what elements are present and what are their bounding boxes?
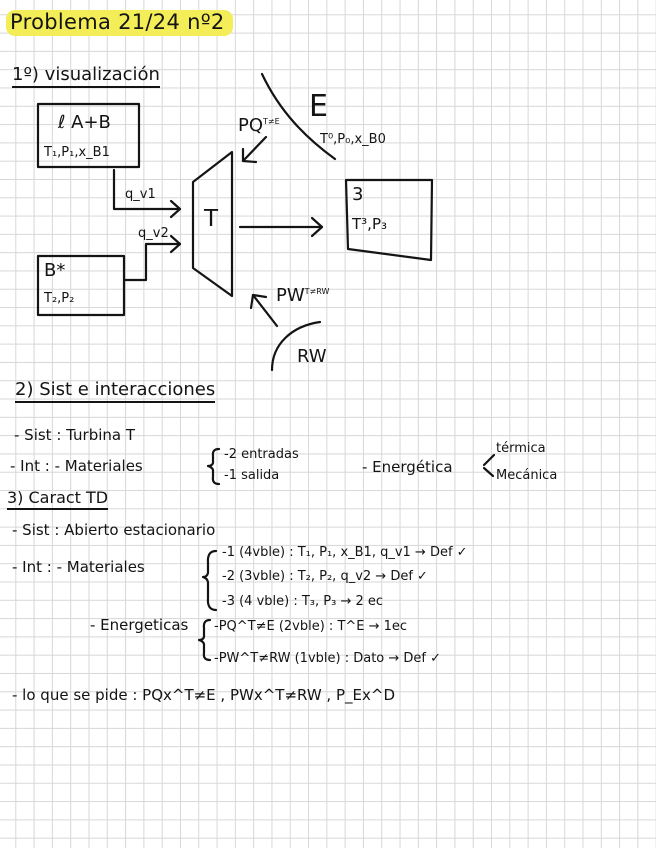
section-2-energetica-label: - Energética <box>362 458 453 476</box>
section-3-asked: - lo que se pide : PQx^T≠E , PWx^T≠RW , … <box>12 686 395 704</box>
work-arrow-line <box>251 293 279 328</box>
flow-2-label: q_v2 <box>138 226 169 241</box>
work-label-sup: T≠RW <box>304 287 330 296</box>
section-3-heading: 3) Caract TD <box>7 490 109 510</box>
section-3-energetic-label: - Energeticas <box>90 616 189 634</box>
flow-2-arrowhead <box>169 234 182 254</box>
section-2-system: - Sist : Turbina T <box>14 426 136 444</box>
section-3-material-2: -2 (3vble) : T₂, P₂, q_v2 → Def ✓ <box>222 569 428 584</box>
energetica-tick-lower <box>482 466 495 478</box>
turbine-shape <box>191 150 234 298</box>
section-2-material-1: -2 entradas <box>224 447 299 462</box>
section-2-energetica-mechanical: Mecánica <box>496 468 558 483</box>
environment-curve <box>260 72 337 161</box>
work-label: PWT≠RW <box>276 287 329 305</box>
flow-1-arrowhead <box>169 199 182 219</box>
heat-label: PQT≠E <box>238 117 280 135</box>
section-2-int-label: - Int : - Materiales <box>10 457 143 475</box>
heat-arrowhead <box>241 147 258 164</box>
section-2-material-2: -1 salida <box>224 468 280 483</box>
box-b-star-name: B* <box>44 260 66 281</box>
flow-1-label: q_v1 <box>125 187 156 202</box>
reservoir-label: RW <box>297 346 327 367</box>
section-3-int-label: - Int : - Materiales <box>12 558 145 576</box>
bracket-s3-energetic <box>197 618 212 662</box>
work-arrowhead <box>249 293 268 310</box>
bracket-s3-materials <box>201 549 218 612</box>
box-a-b-props: T₁,P₁,x_B1 <box>44 145 110 160</box>
environment-label: E <box>309 89 328 124</box>
section-3-material-1: -1 (4vble) : T₁, P₁, x_B1, q_v1 → Def ✓ <box>222 545 468 560</box>
work-label-main: PW <box>276 285 305 306</box>
energetica-tick-upper <box>482 453 496 467</box>
outlet-arrowhead <box>310 216 324 238</box>
box-b-star <box>36 254 126 317</box>
bracket-s2 <box>206 447 221 486</box>
section-3-system: - Sist : Abierto estacionario <box>12 521 216 539</box>
section-1-heading: 1º) visualización <box>12 66 160 88</box>
heat-arrow-line <box>241 135 268 163</box>
section-3-material-3: -3 (4 vble) : T₃, P₃ → 2 ec <box>222 594 384 609</box>
heat-label-sup: T≠E <box>263 117 280 126</box>
box-3-props: T³,P₃ <box>352 215 388 233</box>
box-a-b-name: ℓ A+B <box>58 112 111 133</box>
flow-2-line <box>123 242 182 282</box>
page-title: Problema 21/24 nº2 <box>6 10 233 36</box>
section-3-energetic-1: -PQ^T≠E (2vble) : T^E → 1ec <box>214 619 408 634</box>
environment-props: T⁰,P₀,x_B0 <box>320 132 386 147</box>
reservoir-curve <box>270 320 322 372</box>
section-2-heading: 2) Sist e interacciones <box>15 381 216 403</box>
section-2-energetica-thermal: térmica <box>496 441 546 456</box>
heat-label-main: PQ <box>238 115 264 136</box>
box-b-star-props: T₂,P₂ <box>44 291 75 306</box>
box-3 <box>344 178 434 262</box>
box-3-name: 3 <box>352 184 364 205</box>
turbine-label: T <box>204 206 219 232</box>
section-3-energetic-2: -PW^T≠RW (1vble) : Dato → Def ✓ <box>214 651 442 666</box>
box-a-b <box>36 102 141 169</box>
flow-1-line <box>112 168 182 211</box>
